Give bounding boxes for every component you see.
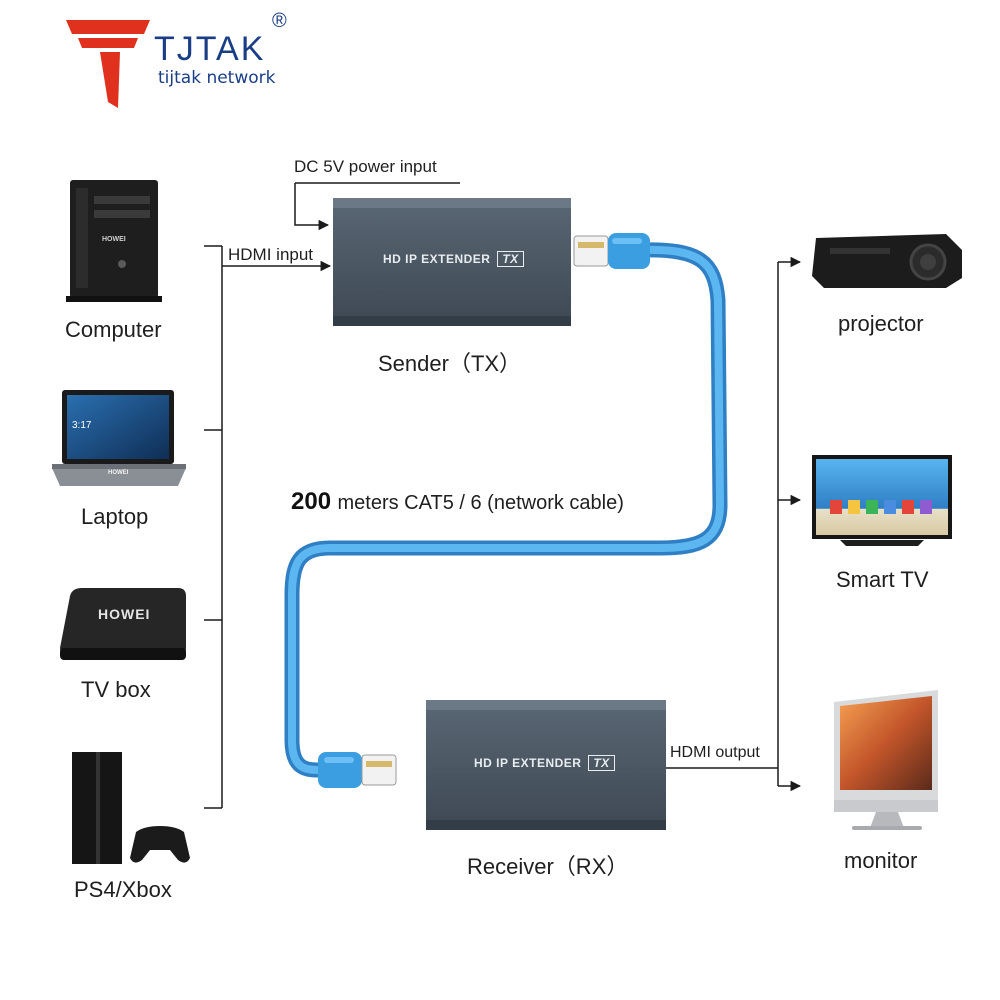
brand-logo: TJTAK ® tijtak network: [64, 10, 304, 111]
sender-device-text: HD IP EXTENDER: [383, 252, 491, 266]
laptop-screen-time: 3:17: [72, 420, 92, 431]
hdmi-output-label: HDMI output: [670, 744, 760, 761]
sender-device-tag: TX: [497, 251, 524, 267]
laptop-badge: HOWEI: [108, 470, 129, 476]
sender-caption: Sender（TX）: [378, 351, 522, 376]
cable-description: 200 meters CAT5 / 6 (network cable): [291, 488, 624, 516]
display-label-smart-tv: Smart TV: [836, 567, 929, 592]
receiver-device-text: HD IP EXTENDER: [474, 756, 582, 770]
power-input-label: DC 5V power input: [294, 157, 437, 176]
projector-icon: [812, 234, 962, 288]
registered-mark: ®: [272, 10, 287, 32]
source-label-console: PS4/Xbox: [74, 877, 172, 902]
display-label-projector: projector: [838, 311, 924, 336]
power-input-arrow: [294, 182, 460, 231]
sender-device: [333, 198, 571, 326]
brand-t-mark-icon: [66, 20, 150, 108]
receiver-caption: Receiver（RX）: [467, 854, 629, 879]
laptop-icon: [52, 390, 186, 486]
source-label-laptop: Laptop: [81, 504, 149, 529]
game-console-icon: [72, 752, 190, 864]
tv-box-badge: HOWEI: [98, 606, 151, 622]
brand-subtitle: tijtak network: [158, 68, 276, 88]
rj45-connector-sender-icon: [573, 233, 650, 269]
network-cable: [284, 242, 728, 778]
hdmi-input-label: HDMI input: [228, 245, 314, 264]
brand-name: TJTAK: [154, 30, 266, 68]
cable-text: meters CAT5 / 6 (network cable): [337, 492, 624, 514]
display-bus-lines: [666, 256, 802, 792]
receiver-device: [426, 700, 666, 830]
computer-badge: HOWEI: [102, 236, 126, 243]
cable-distance: 200: [291, 488, 332, 515]
receiver-device-tag: TX: [588, 755, 615, 771]
source-bus-lines: [204, 245, 332, 809]
source-label-computer: Computer: [65, 317, 162, 342]
computer-tower-icon: [66, 180, 162, 302]
rj45-connector-receiver-icon: [318, 752, 397, 788]
monitor-icon: [834, 690, 938, 830]
display-label-monitor: monitor: [844, 848, 918, 873]
sender-device-label: HD IP EXTENDER TX: [383, 251, 524, 267]
smart-tv-icon: [812, 455, 952, 546]
tv-box-icon: [60, 588, 186, 660]
receiver-device-label: HD IP EXTENDER TX: [474, 755, 615, 771]
source-label-tv-box: TV box: [81, 677, 151, 702]
